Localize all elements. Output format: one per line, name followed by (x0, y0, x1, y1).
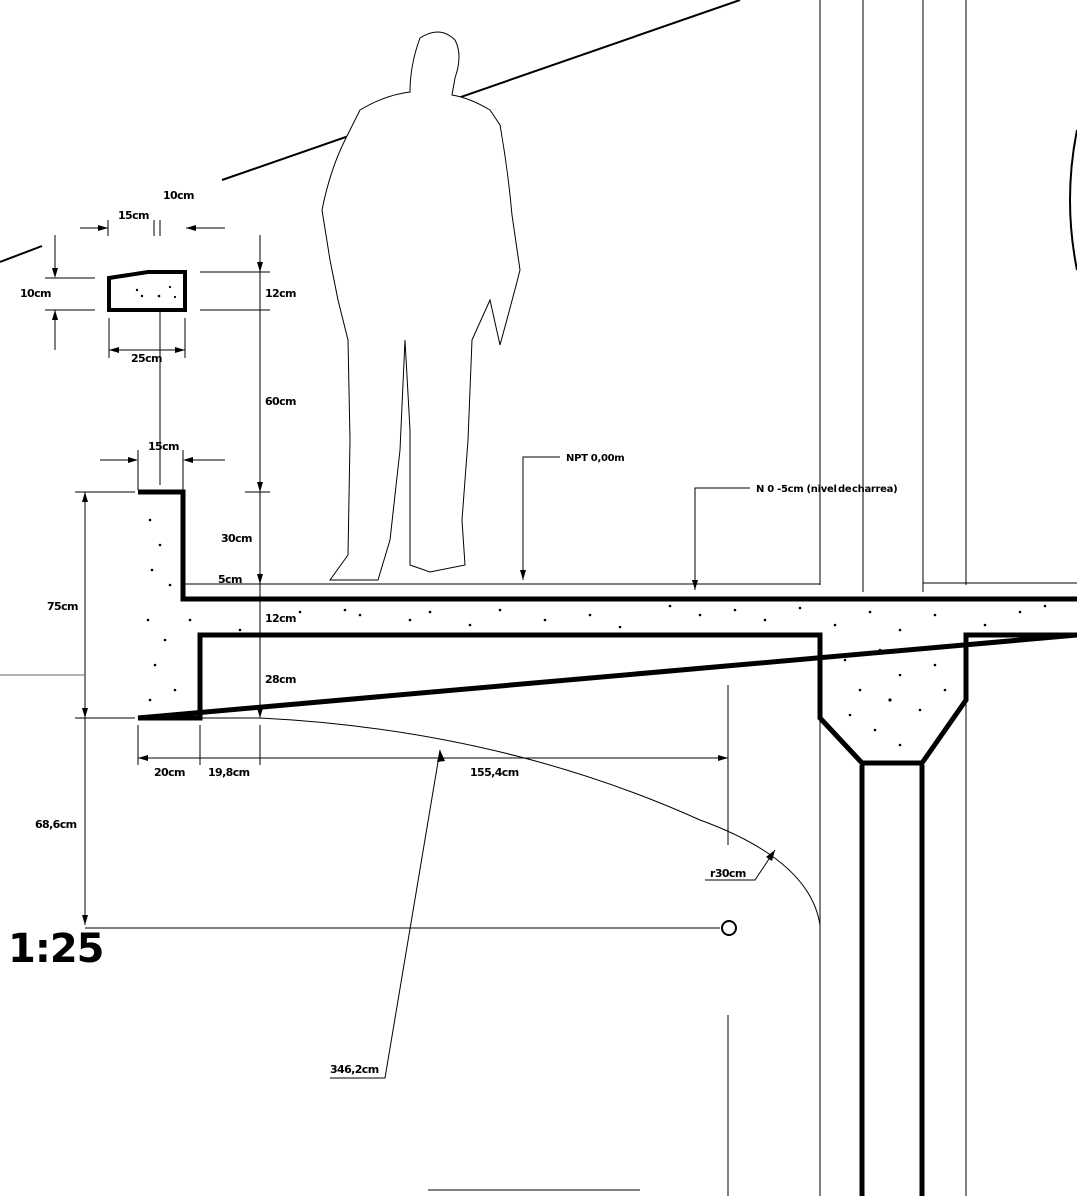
ramp-curve (200, 717, 821, 926)
curve-radius-label: r30cm (710, 867, 746, 880)
background-slope-lines (0, 0, 741, 263)
gap-height-label: 60cm (265, 395, 296, 408)
curb-cap-section (107, 270, 187, 312)
cap-bottom-width-label: 25cm (131, 352, 162, 365)
inner-offset-label: 19,8cm (208, 766, 250, 779)
npt-level-label: NPT 0,00m (566, 453, 624, 464)
building-wall-lines (819, 0, 1077, 1196)
parapet-height-label: 30cm (221, 532, 252, 545)
total-height-label: 75cm (47, 600, 78, 613)
cap-right-height-label: 12cm (265, 287, 296, 300)
concrete-aggregate-dots (146, 518, 1047, 747)
beam-depth-label: 28cm (265, 673, 296, 686)
span-length-label: 155,4cm (470, 766, 519, 779)
cap-left-width-label: 15cm (118, 209, 149, 222)
cap-height-label: 10cm (20, 287, 51, 300)
horizontal-dimension-lines (137, 685, 729, 1196)
lower-height-label: 68,6cm (35, 818, 77, 831)
cap-top-width-label: 10cm (163, 189, 194, 202)
arc-length-label: 346,2cm (330, 1063, 379, 1076)
wall-width-top-label: 15cm (148, 440, 179, 453)
support-column (859, 765, 925, 1196)
road-level-mid-label: de (838, 484, 852, 495)
scale-label: 1:25 (8, 926, 104, 972)
wall-thickness-label: 20cm (154, 766, 185, 779)
scale-reference-line (85, 920, 737, 936)
road-level-label: N 0 -5cm (nivel (756, 484, 837, 495)
dimension-arrowheads (52, 225, 775, 925)
parapet-slab-section (137, 489, 1077, 766)
human-figure-silhouette (321, 31, 521, 581)
road-level-suffix-label: charrea) (852, 484, 897, 495)
radius-leader (705, 849, 776, 881)
vertical-dimension-lines (75, 310, 270, 925)
cap-dimensions (45, 220, 270, 485)
arc-length-leader (330, 749, 441, 1079)
sidewalk-step-label: 5cm (218, 573, 242, 586)
slab-thickness-label: 12cm (265, 612, 296, 625)
road-level-leader (694, 487, 750, 590)
npt-level-leader (522, 456, 560, 580)
